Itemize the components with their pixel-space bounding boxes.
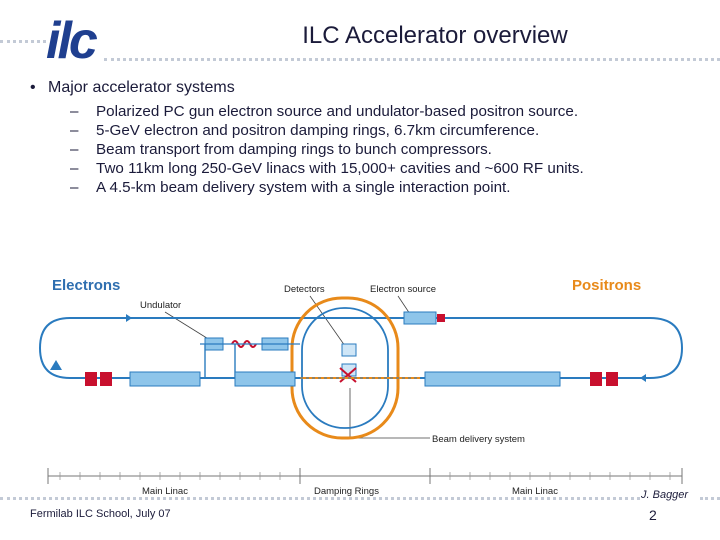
sub-bullet: –A 4.5-km beam delivery system with a si… [70, 179, 710, 196]
electron-source-pointer [397, 295, 411, 315]
main-linac-right-label: Main Linac [512, 486, 558, 497]
left-magnet [100, 372, 112, 386]
electron-loop-right [392, 317, 684, 379]
electron-source-label: Electron source [370, 284, 436, 295]
undulator-pointer [164, 311, 211, 341]
electron-loop-left [38, 317, 392, 379]
sub-bullet-list: –Polarized PC gun electron source and un… [70, 103, 710, 198]
beam-delivery-label: Beam delivery system [432, 434, 525, 445]
interaction-point-icon [339, 367, 357, 383]
footer-dotted-line [0, 497, 640, 500]
footer-event: Fermilab ILC School, July 07 [30, 508, 171, 520]
sub-bullet: –5-GeV electron and positron damping rin… [70, 122, 710, 139]
scale-ticks-right [449, 472, 671, 480]
sub-bullet: –Two 11km long 250-GeV linacs with 15,00… [70, 160, 710, 177]
sub-bullet-text: 5-GeV electron and positron damping ring… [96, 122, 540, 139]
arrow-icon [640, 374, 646, 382]
main-linac-left-cavity [234, 371, 296, 387]
left-magnet [85, 372, 97, 386]
scale-bar-left [47, 468, 301, 484]
damping-ring-inner [301, 307, 389, 429]
main-bullet: • Major accelerator systems [30, 79, 235, 97]
dash-icon: – [70, 141, 79, 158]
damping-ring-outer [290, 296, 400, 440]
sub-bullet-text: A 4.5-km beam delivery system with a sin… [96, 179, 511, 196]
undulator-label: Undulator [140, 300, 181, 311]
main-linac-left-label: Main Linac [142, 486, 188, 497]
accelerator-diagram: Electrons Positrons Undulator Detectors … [38, 277, 684, 497]
sub-bullet: –Polarized PC gun electron source and un… [70, 103, 710, 120]
positrons-label: Positrons [572, 277, 641, 294]
header-dotted-line-left [0, 40, 46, 43]
logo-text: ilc [46, 12, 98, 66]
dash-icon: – [70, 103, 79, 120]
right-magnet [606, 372, 618, 386]
header-dotted-line [104, 58, 720, 61]
electrons-label: Electrons [52, 277, 120, 294]
sub-bullet-text: Two 11km long 250-GeV linacs with 15,000… [96, 160, 584, 177]
sub-bullet-text: Polarized PC gun electron source and und… [96, 103, 579, 120]
slide-title: ILC Accelerator overview [302, 22, 568, 49]
main-linac-right-cavity [424, 371, 561, 387]
dash-icon: – [70, 179, 79, 196]
damping-rings-label: Damping Rings [314, 486, 379, 497]
detectors-pointer [309, 295, 346, 347]
dash-icon: – [70, 122, 79, 139]
author-credit: J. Bagger [641, 489, 689, 501]
scale-ticks-left [59, 472, 281, 480]
detectors-label: Detectors [284, 284, 325, 295]
dash-icon: – [70, 160, 79, 177]
scale-bar-right [430, 468, 683, 484]
main-bullet-text: Major accelerator systems [48, 79, 235, 96]
page-number: 2 [649, 507, 657, 523]
ilc-logo: ilc [46, 12, 101, 66]
detector-box [341, 343, 357, 357]
sub-bullet-text: Beam transport from damping rings to bun… [96, 141, 492, 158]
main-linac-left-cavity [129, 371, 201, 387]
electron-source-box [403, 311, 437, 325]
bullet-dot-icon: • [30, 79, 36, 96]
source-magnet [437, 314, 445, 322]
arrow-icon [126, 314, 132, 322]
footer-dotted-line-right [700, 497, 720, 500]
scale-bar-middle [300, 468, 431, 484]
arrow-icon [50, 360, 62, 370]
sub-bullet: –Beam transport from damping rings to bu… [70, 141, 710, 158]
right-magnet [590, 372, 602, 386]
